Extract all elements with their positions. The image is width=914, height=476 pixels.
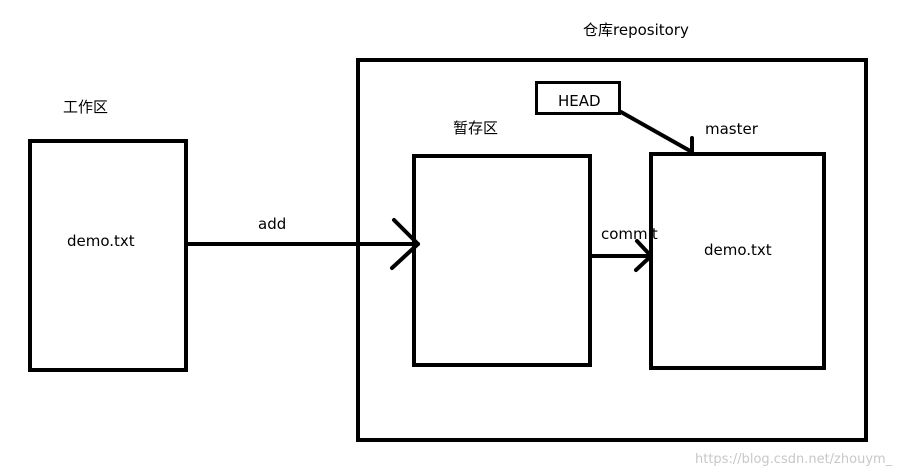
staging-label: 暂存区 — [453, 119, 499, 137]
commit-arrow-head — [634, 239, 653, 272]
head-pointer-line — [619, 110, 694, 154]
workspace-label: 工作区 — [63, 98, 109, 116]
repo-file-label: demo.txt — [704, 241, 772, 259]
repository-box — [356, 58, 868, 442]
add-arrow-head — [390, 218, 420, 270]
master-label: master — [705, 120, 758, 138]
add-label: add — [258, 215, 287, 233]
master-commit-box — [649, 152, 826, 370]
watermark: https://blog.csdn.net/zhouym_ — [695, 452, 893, 467]
head-label: HEAD — [558, 92, 601, 110]
head-box — [535, 81, 621, 115]
repository-label: 仓库repository — [583, 21, 689, 39]
workspace-box — [28, 139, 188, 372]
workspace-file-label: demo.txt — [67, 232, 135, 250]
staging-box — [412, 154, 592, 367]
commit-label: commit — [601, 225, 658, 243]
